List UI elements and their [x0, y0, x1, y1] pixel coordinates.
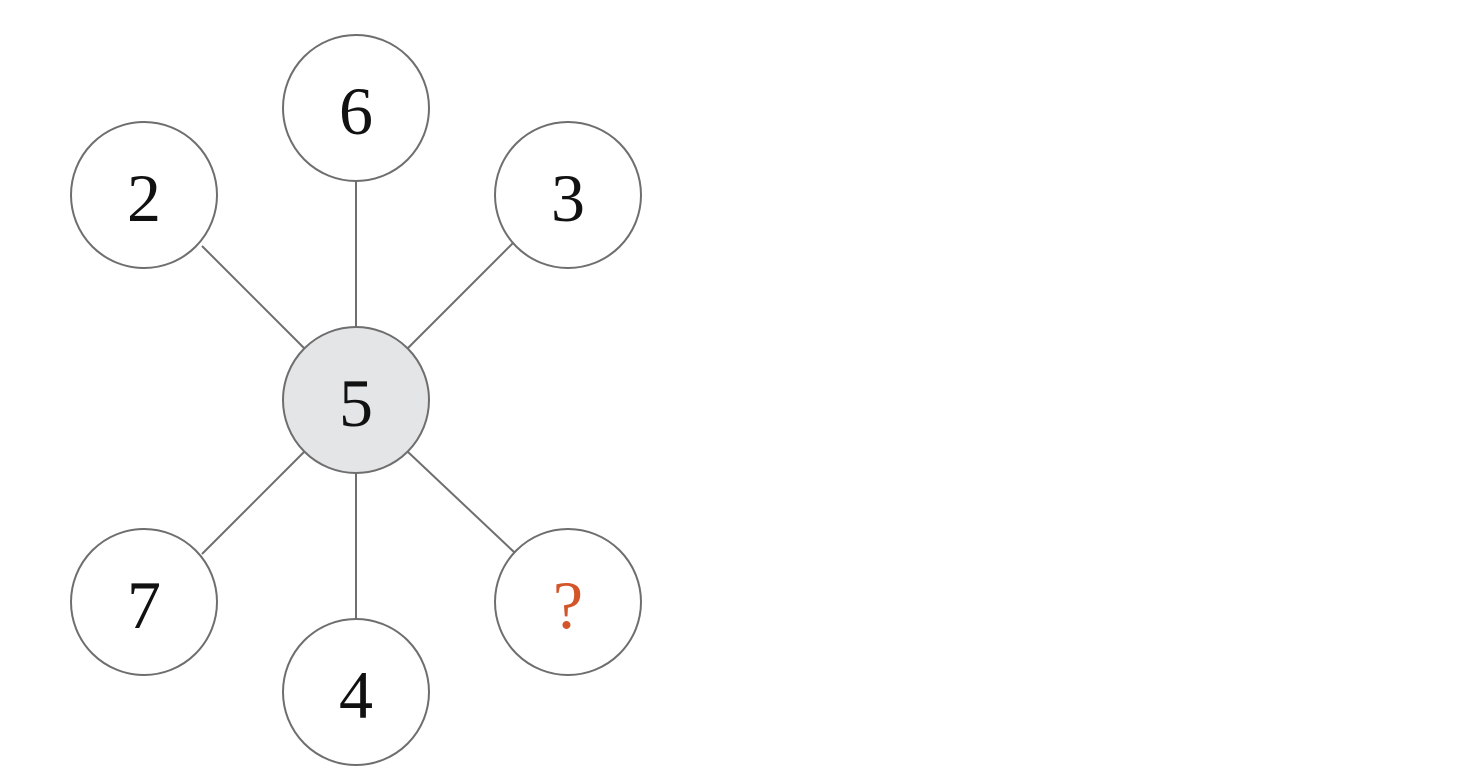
- node-top: 6: [282, 34, 430, 182]
- question-mark-label: ?: [553, 567, 583, 643]
- node-top-label: 6: [339, 73, 373, 149]
- center-node-label: 5: [339, 365, 373, 441]
- edge-lower-left: [201, 451, 305, 555]
- center-node: 5: [282, 326, 430, 474]
- node-lower-left-label: 7: [127, 567, 161, 643]
- node-bottom-label: 4: [339, 657, 373, 733]
- node-lower-left: 7: [70, 528, 218, 676]
- node-upper-left-label: 2: [127, 160, 161, 236]
- node-lower-right: ?: [494, 528, 642, 676]
- node-upper-left: 2: [70, 121, 218, 269]
- node-bottom: 4: [282, 618, 430, 766]
- node-upper-right-label: 3: [551, 160, 585, 236]
- edge-upper-right: [407, 241, 515, 349]
- edges: [201, 181, 515, 619]
- node-upper-right: 3: [494, 121, 642, 269]
- edge-upper-left: [201, 245, 305, 349]
- edge-lower-right: [407, 451, 515, 553]
